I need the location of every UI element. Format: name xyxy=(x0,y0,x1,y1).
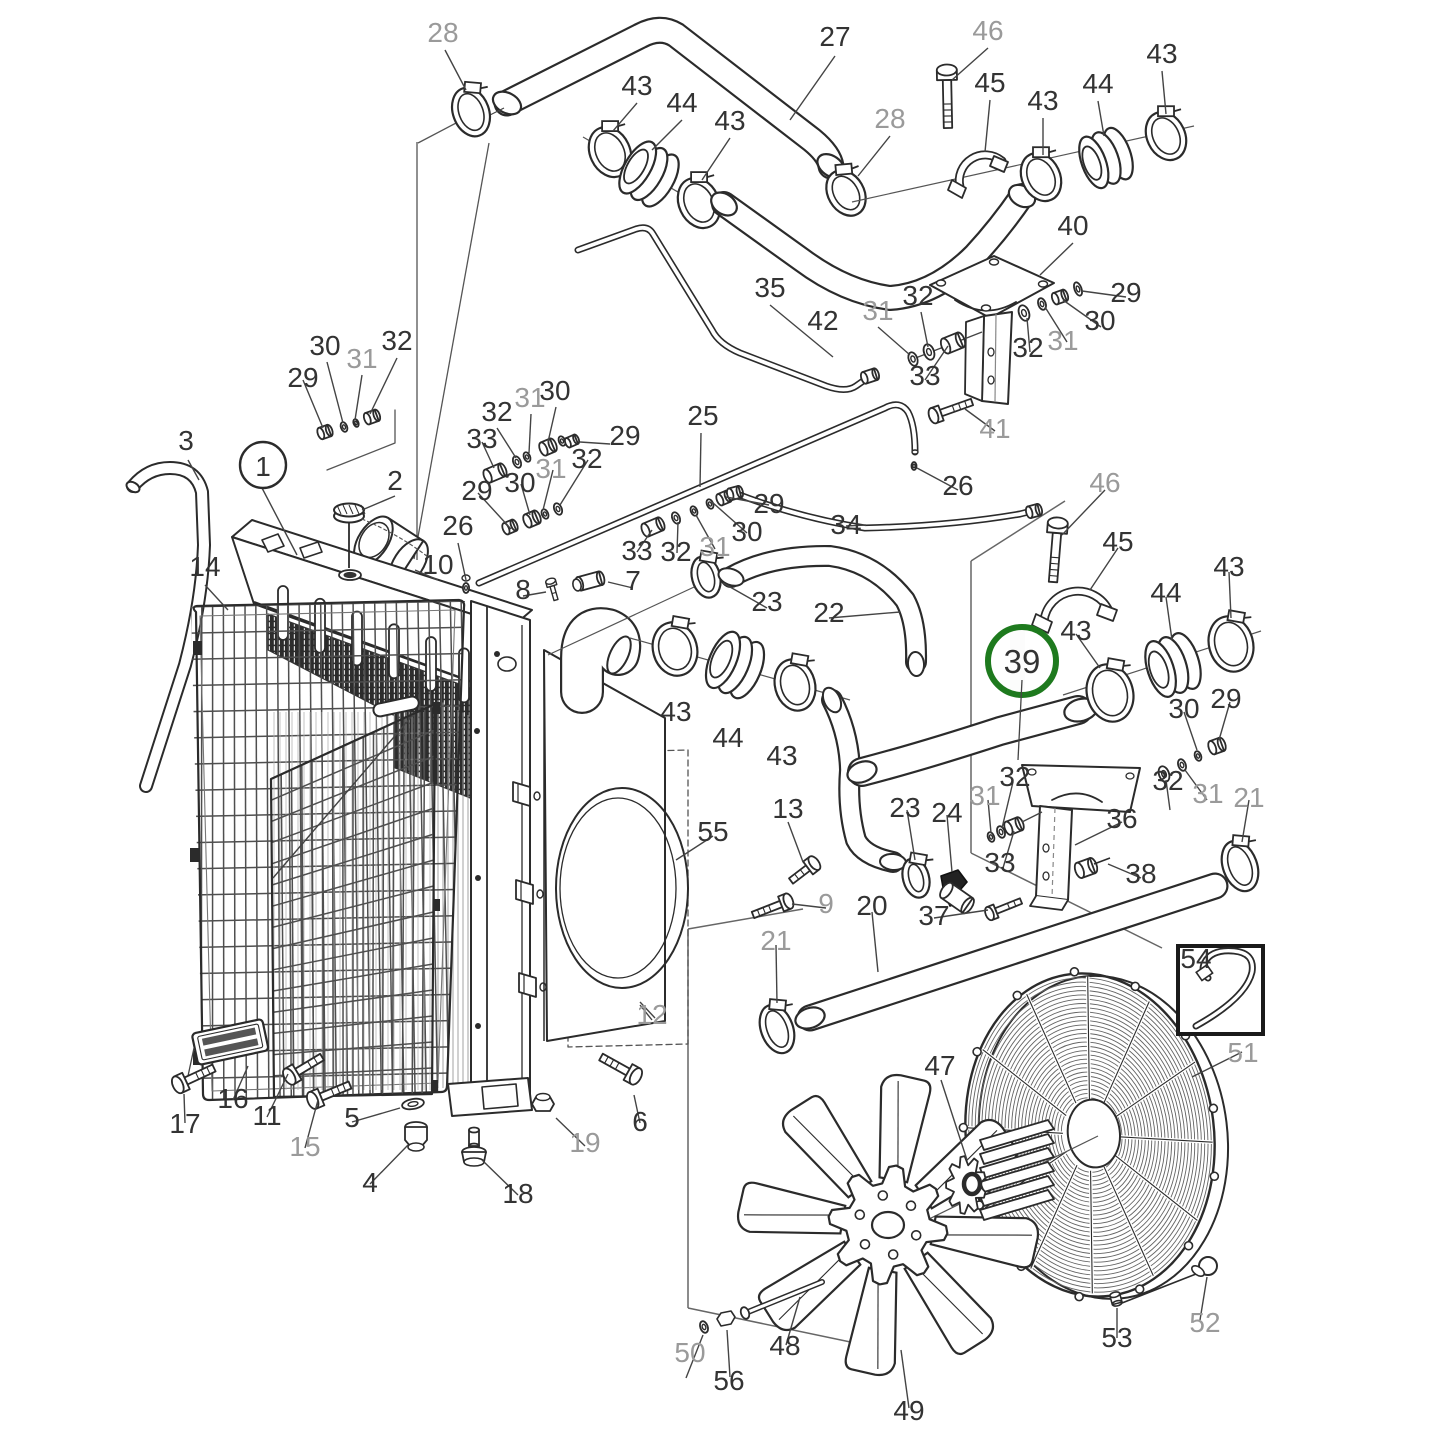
svg-text:33: 33 xyxy=(909,360,940,391)
svg-text:35: 35 xyxy=(754,272,785,303)
svg-text:24: 24 xyxy=(931,797,962,828)
svg-text:31: 31 xyxy=(862,295,893,326)
svg-text:32: 32 xyxy=(1012,332,1043,363)
svg-text:29: 29 xyxy=(609,420,640,451)
svg-text:43: 43 xyxy=(621,70,652,101)
svg-text:27: 27 xyxy=(819,21,850,52)
svg-text:53: 53 xyxy=(1101,1322,1132,1353)
svg-text:17: 17 xyxy=(169,1108,200,1139)
svg-text:31: 31 xyxy=(514,382,545,413)
svg-text:8: 8 xyxy=(515,574,531,605)
svg-text:29: 29 xyxy=(461,475,492,506)
svg-text:56: 56 xyxy=(713,1365,744,1396)
svg-text:37: 37 xyxy=(918,900,949,931)
svg-text:29: 29 xyxy=(753,488,784,519)
svg-text:32: 32 xyxy=(571,443,602,474)
svg-text:23: 23 xyxy=(751,586,782,617)
svg-text:52: 52 xyxy=(1189,1307,1220,1338)
svg-text:12: 12 xyxy=(636,999,667,1030)
svg-text:44: 44 xyxy=(712,722,743,753)
svg-text:20: 20 xyxy=(856,890,887,921)
svg-text:3: 3 xyxy=(178,425,194,456)
svg-text:32: 32 xyxy=(1152,765,1183,796)
svg-text:51: 51 xyxy=(1227,1037,1258,1068)
svg-text:44: 44 xyxy=(666,87,697,118)
svg-text:30: 30 xyxy=(731,516,762,547)
svg-text:46: 46 xyxy=(972,15,1003,46)
svg-text:43: 43 xyxy=(1027,85,1058,116)
svg-text:1: 1 xyxy=(255,451,271,482)
svg-text:42: 42 xyxy=(807,305,838,336)
svg-text:26: 26 xyxy=(942,470,973,501)
svg-text:32: 32 xyxy=(381,325,412,356)
svg-text:43: 43 xyxy=(766,740,797,771)
svg-text:36: 36 xyxy=(1106,803,1137,834)
svg-text:19: 19 xyxy=(569,1127,600,1158)
svg-text:29: 29 xyxy=(1210,683,1241,714)
svg-text:46: 46 xyxy=(1089,467,1120,498)
svg-text:5: 5 xyxy=(344,1102,360,1133)
svg-text:21: 21 xyxy=(1233,782,1264,813)
svg-text:6: 6 xyxy=(632,1106,648,1137)
svg-text:41: 41 xyxy=(979,413,1010,444)
svg-text:32: 32 xyxy=(999,761,1030,792)
svg-text:45: 45 xyxy=(1102,526,1133,557)
svg-text:54: 54 xyxy=(1180,943,1211,974)
svg-text:2: 2 xyxy=(387,465,403,496)
svg-text:11: 11 xyxy=(252,1100,281,1131)
svg-text:32: 32 xyxy=(902,280,933,311)
svg-text:45: 45 xyxy=(974,67,1005,98)
svg-text:34: 34 xyxy=(830,509,861,540)
svg-text:43: 43 xyxy=(1060,615,1091,646)
svg-text:18: 18 xyxy=(502,1178,533,1209)
svg-text:30: 30 xyxy=(309,330,340,361)
svg-text:28: 28 xyxy=(874,103,905,134)
svg-text:33: 33 xyxy=(984,847,1015,878)
svg-text:48: 48 xyxy=(769,1330,800,1361)
svg-text:15: 15 xyxy=(289,1131,320,1162)
svg-text:43: 43 xyxy=(660,696,691,727)
svg-text:31: 31 xyxy=(1047,325,1078,356)
svg-text:10: 10 xyxy=(422,549,453,580)
svg-text:30: 30 xyxy=(1084,305,1115,336)
svg-text:33: 33 xyxy=(466,423,497,454)
svg-text:21: 21 xyxy=(760,925,791,956)
svg-text:22: 22 xyxy=(813,597,844,628)
svg-text:31: 31 xyxy=(1192,778,1223,809)
svg-text:13: 13 xyxy=(772,793,803,824)
svg-text:38: 38 xyxy=(1125,858,1156,889)
svg-text:29: 29 xyxy=(287,362,318,393)
svg-text:30: 30 xyxy=(504,467,535,498)
svg-text:43: 43 xyxy=(1146,38,1177,69)
svg-text:43: 43 xyxy=(1213,551,1244,582)
svg-text:9: 9 xyxy=(818,888,834,919)
svg-text:30: 30 xyxy=(1168,693,1199,724)
svg-text:43: 43 xyxy=(714,105,745,136)
svg-text:31: 31 xyxy=(969,780,1000,811)
svg-text:26: 26 xyxy=(442,510,473,541)
svg-text:7: 7 xyxy=(625,565,641,596)
svg-text:33: 33 xyxy=(621,535,652,566)
svg-text:39: 39 xyxy=(1004,643,1041,680)
svg-text:14: 14 xyxy=(189,551,220,582)
svg-text:16: 16 xyxy=(217,1083,248,1114)
svg-text:23: 23 xyxy=(889,792,920,823)
svg-text:28: 28 xyxy=(427,17,458,48)
svg-text:44: 44 xyxy=(1150,577,1181,608)
svg-text:49: 49 xyxy=(893,1395,924,1426)
svg-text:50: 50 xyxy=(674,1337,705,1368)
svg-text:40: 40 xyxy=(1057,210,1088,241)
svg-text:29: 29 xyxy=(1110,277,1141,308)
svg-text:25: 25 xyxy=(687,400,718,431)
svg-text:47: 47 xyxy=(924,1050,955,1081)
svg-text:4: 4 xyxy=(362,1167,378,1198)
svg-text:44: 44 xyxy=(1082,68,1113,99)
svg-text:31: 31 xyxy=(535,453,566,484)
svg-text:32: 32 xyxy=(660,536,691,567)
svg-text:31: 31 xyxy=(346,343,377,374)
svg-text:55: 55 xyxy=(697,816,728,847)
svg-text:31: 31 xyxy=(699,531,730,562)
